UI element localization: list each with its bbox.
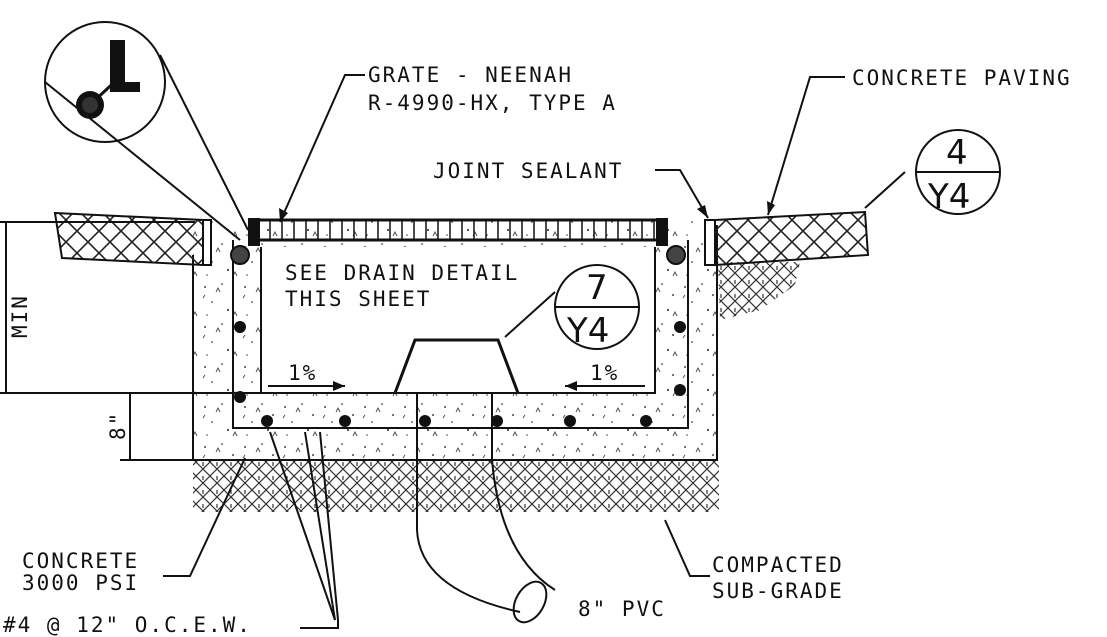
rebar-dots <box>230 245 686 427</box>
joint-sealant-label: JOINT SEALANT <box>433 159 623 183</box>
section-callout-top: 4 <box>946 133 968 173</box>
eight-inch-dimension-label: 8" <box>106 411 130 440</box>
rebar-label: #4 @ 12" O.C.E.W. <box>3 613 252 637</box>
concrete-paving-left <box>53 211 212 267</box>
drain-callout-bottom: Y4 <box>566 311 609 351</box>
grate-label-line1: GRATE - NEENAH <box>368 63 573 87</box>
compacted-label-line1: COMPACTED <box>712 553 844 577</box>
see-drain-label-line2: THIS SHEET <box>285 287 431 311</box>
drain-and-pipe <box>393 338 556 624</box>
slope-left-label: 1% <box>288 361 317 385</box>
min-dimension-label: MIN <box>8 294 32 338</box>
see-drain-label-line1: SEE DRAIN DETAIL <box>285 261 519 285</box>
slope-right-label: 1% <box>590 361 619 385</box>
drain-detail-callout <box>554 264 640 350</box>
concrete-paving-label: CONCRETE PAVING <box>852 66 1072 90</box>
angle-detail-bubble <box>44 21 249 241</box>
dimension-lines <box>0 221 261 461</box>
pvc-label: 8" PVC <box>578 597 666 621</box>
compacted-label-line2: SUB-GRADE <box>712 579 844 603</box>
sub-grade-hatch <box>193 262 800 512</box>
concrete-label-line1: CONCRETE <box>22 549 139 573</box>
section-callout <box>915 129 1001 215</box>
slope-arrows <box>268 381 645 391</box>
leader-lines <box>163 74 906 629</box>
section-callout-bottom: Y4 <box>927 177 970 217</box>
concrete-paving-right <box>704 210 870 267</box>
concrete-label-line2: 3000 PSI <box>22 571 139 595</box>
drain-callout-top: 7 <box>586 268 608 308</box>
grate-label-line2: R-4990-HX, TYPE A <box>368 91 617 115</box>
grate <box>248 218 668 246</box>
